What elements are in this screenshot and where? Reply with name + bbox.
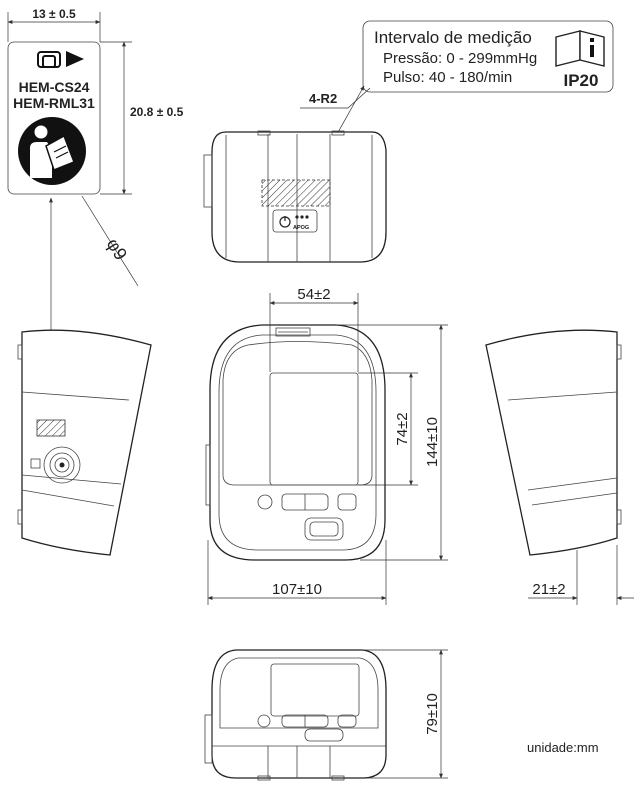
info-pulse: Pulso: 40 - 180/min (383, 69, 512, 86)
manual-info-icon (555, 30, 605, 67)
bottom-view: 79±10 (204, 649, 448, 781)
unit-label: unidade:mm (527, 740, 599, 755)
front-screen-width-dim: 54±2 (297, 286, 330, 303)
top-view: 4-R2 APOG (203, 85, 387, 263)
front-width-dim: 107±10 (272, 581, 322, 598)
label-height-dim: 20.8 ± 0.5 (130, 105, 184, 119)
front-height-dim: 144±10 (424, 417, 441, 467)
front-start-button (304, 517, 344, 541)
front-right-button (337, 493, 357, 511)
play-icon (66, 51, 84, 67)
side-depth-dim: 21±2 (532, 581, 565, 598)
left-side-body (21, 329, 152, 556)
ip-rating: IP20 (564, 71, 599, 90)
front-screen-height-dim: 74±2 (394, 412, 411, 445)
label-model-line1: HEM-CS24 (19, 79, 90, 95)
right-side-body (485, 329, 618, 556)
left-side-view (17, 329, 152, 556)
front-screen (269, 372, 359, 486)
cuff-icon (37, 51, 61, 68)
info-box: Intervalo de medição Pressão: 0 - 299mmH… (362, 20, 614, 93)
info-title: Intervalo de medição (374, 28, 532, 47)
right-side-view: 21±2 (485, 329, 634, 605)
info-pressure: Pressão: 0 - 299mmHg (383, 50, 537, 67)
bottom-view-body (211, 649, 387, 779)
label-width-dim: 13 ± 0.5 (32, 7, 76, 21)
power-icon (279, 216, 291, 228)
label-hole-dim: φ9 (103, 235, 131, 264)
read-manual-icon (18, 117, 86, 185)
front-left-button (257, 494, 273, 510)
label-card-outline (7, 41, 101, 195)
bottom-height-dim: 79±10 (424, 693, 441, 735)
power-button (272, 209, 318, 233)
info-box-outline (362, 20, 614, 93)
top-view-button-text: APOG (293, 225, 309, 231)
label-model-line2: HEM-RML31 (13, 95, 95, 111)
front-view-body (209, 324, 386, 561)
label-card: 13 ± 0.5 HEM-CS24 HEM-RML31 20.8 ± 0.5 φ… (7, 7, 184, 418)
bottom-screen (270, 663, 360, 717)
corner-radius-label: 4-R2 (309, 91, 337, 106)
front-view: 54±2 74±2 144±10 107±10 (205, 286, 448, 605)
